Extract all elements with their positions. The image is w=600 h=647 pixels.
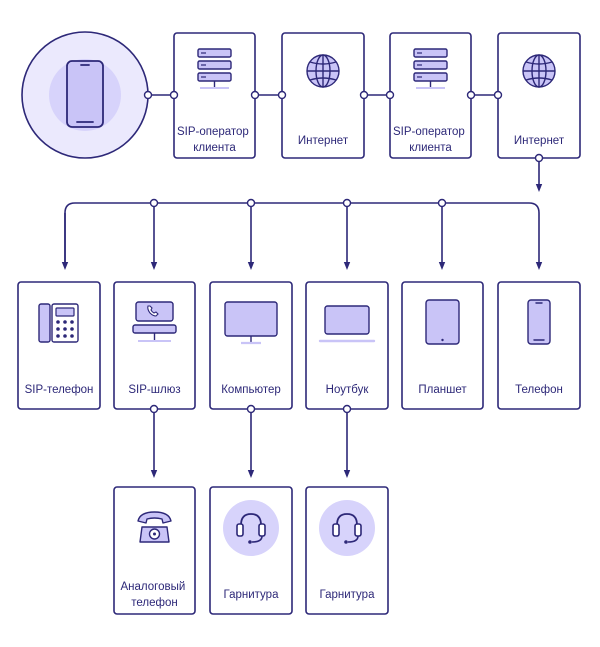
device-label: SIP-шлюз bbox=[128, 384, 180, 396]
headset-icon bbox=[319, 500, 375, 556]
sip-gateway-icon bbox=[132, 301, 177, 342]
peripheral-label: Аналоговый телефон bbox=[121, 581, 189, 609]
connector-dot bbox=[246, 404, 256, 414]
globe-icon bbox=[306, 54, 340, 88]
peripheral-headset-2: Гарнитура bbox=[305, 486, 389, 615]
top-node-internet-2: Интернет bbox=[497, 32, 581, 159]
device-mobile-phone: Телефон bbox=[497, 281, 581, 410]
connector-dot bbox=[246, 198, 256, 208]
connector-dot bbox=[250, 90, 260, 100]
node-label: Интернет bbox=[514, 135, 565, 147]
connector-dot bbox=[143, 90, 153, 100]
device-sip-phone: SIP-телефон bbox=[17, 281, 101, 410]
monitor-icon bbox=[224, 301, 278, 345]
tablet-icon bbox=[425, 299, 460, 345]
peripheral-headset-1: Гарнитура bbox=[209, 486, 293, 615]
device-sip-gateway: SIP-шлюз bbox=[113, 281, 196, 410]
node-label: Интернет bbox=[298, 135, 349, 147]
node-label: SIP-оператор клиента bbox=[393, 126, 468, 154]
server-icon bbox=[197, 48, 232, 89]
laptop-icon bbox=[318, 305, 376, 343]
peripheral-label: Гарнитура bbox=[320, 589, 376, 601]
connector-dot bbox=[277, 90, 287, 100]
connector-dot bbox=[385, 90, 395, 100]
source-device bbox=[21, 31, 149, 159]
device-label: Компьютер bbox=[221, 384, 281, 396]
top-node-sip-operator-1: SIP-оператор клиента bbox=[173, 32, 256, 159]
device-tablet: Планшет bbox=[401, 281, 484, 410]
connector-dot bbox=[359, 90, 369, 100]
connector-dots bbox=[143, 90, 544, 414]
globe-icon bbox=[522, 54, 556, 88]
analog-phone-icon bbox=[137, 511, 172, 543]
device-laptop: Ноутбук bbox=[305, 281, 389, 410]
peripheral-analog-phone: Аналоговый телефон bbox=[113, 486, 196, 615]
smartphone-icon bbox=[66, 60, 104, 128]
mobile-phone-icon bbox=[527, 299, 551, 345]
device-label: Ноутбук bbox=[326, 384, 370, 396]
connector-dot bbox=[534, 153, 544, 163]
peripheral-label: Гарнитура bbox=[224, 589, 280, 601]
connector-dot bbox=[149, 404, 159, 414]
device-label: Планшет bbox=[418, 384, 467, 396]
connector-dot bbox=[493, 90, 503, 100]
connector-dot bbox=[169, 90, 179, 100]
connectors bbox=[61, 94, 543, 478]
device-label: Телефон bbox=[515, 384, 563, 396]
connector-dot bbox=[437, 198, 447, 208]
connector-dot bbox=[342, 404, 352, 414]
server-icon bbox=[413, 48, 448, 89]
connector-dot bbox=[342, 198, 352, 208]
desk-phone-icon bbox=[38, 303, 79, 343]
node-label: SIP-оператор клиента bbox=[177, 126, 252, 154]
device-computer: Компьютер bbox=[209, 281, 293, 410]
top-node-internet-1: Интернет bbox=[281, 32, 365, 159]
top-node-sip-operator-2: SIP-оператор клиента bbox=[389, 32, 472, 159]
headset-icon bbox=[223, 500, 279, 556]
distribution-bus bbox=[64, 202, 543, 270]
connector-dot bbox=[466, 90, 476, 100]
device-label: SIP-телефон bbox=[25, 384, 94, 396]
connector-dot bbox=[149, 198, 159, 208]
